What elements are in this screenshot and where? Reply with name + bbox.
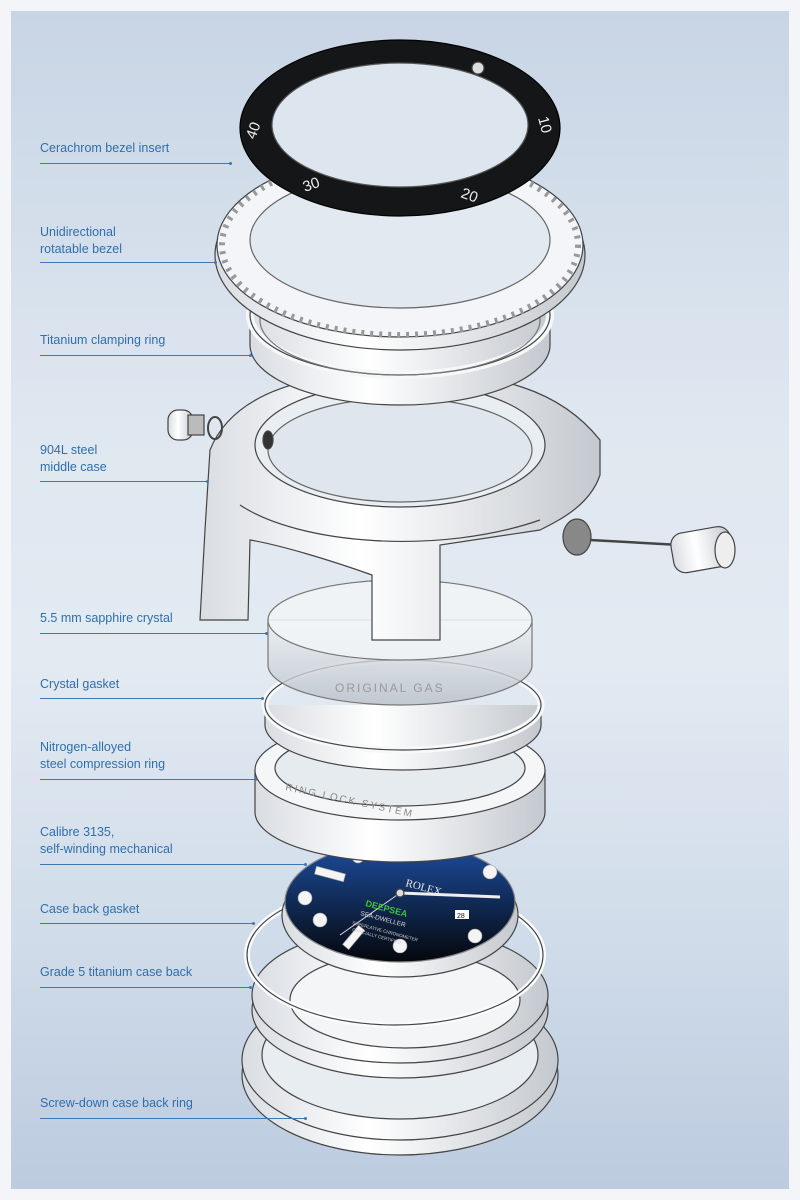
calibre-dial: ROLEX DEEPSEA SEA-DWELLER SUPERLATIVE CH… bbox=[281, 841, 519, 978]
label-screw-down-ring: Screw-down case back ring bbox=[40, 1096, 193, 1110]
label-middle-case: 904L steel middle case bbox=[40, 443, 107, 474]
leader-line-crystal-gasket bbox=[40, 697, 264, 700]
label-sapphire-crystal: 5.5 mm sapphire crystal bbox=[40, 611, 173, 625]
leader-line-middle-case bbox=[40, 480, 209, 483]
label-compression-ring: Nitrogen-alloyed steel compression ring bbox=[40, 740, 166, 771]
label-calibre: Calibre 3135, self-winding mechanical bbox=[40, 825, 173, 856]
label-case-back: Grade 5 titanium case back bbox=[40, 965, 193, 979]
bezel-numeral-10: 10 bbox=[534, 115, 555, 136]
leader-line-bezel-insert bbox=[40, 162, 232, 165]
middle-case bbox=[199, 371, 601, 641]
bezel-numeral-40: 40 bbox=[243, 120, 265, 141]
cerachrom-bezel-insert: 40 30 20 10 bbox=[239, 39, 561, 217]
label-clamping-ring: Titanium clamping ring bbox=[40, 333, 166, 347]
label-case-back-gasket: Case back gasket bbox=[40, 902, 140, 916]
leader-line-case-back-gasket bbox=[40, 922, 255, 925]
label-rotatable-bezel: Unidirectional rotatable bezel bbox=[40, 225, 123, 256]
leader-line-calibre bbox=[40, 863, 307, 866]
label-crystal-gasket: Crystal gasket bbox=[40, 677, 120, 691]
winding-crown bbox=[562, 518, 736, 574]
leader-line-compression-ring bbox=[40, 778, 257, 781]
bezel-numeral-20: 20 bbox=[459, 185, 480, 207]
leader-line-rotatable-bezel bbox=[40, 261, 217, 264]
bezel-numeral-30: 30 bbox=[301, 174, 322, 196]
leader-line-screw-down-ring bbox=[40, 1117, 307, 1120]
crystal-engraving: ORIGINAL GAS bbox=[335, 681, 445, 695]
leader-line-case-back bbox=[40, 986, 252, 989]
dial-date: 28 bbox=[457, 913, 465, 920]
label-bezel-insert: Cerachrom bezel insert bbox=[40, 141, 170, 155]
leader-line-sapphire-crystal bbox=[40, 632, 268, 635]
helium-valve bbox=[167, 409, 223, 441]
leader-line-clamping-ring bbox=[40, 354, 252, 357]
